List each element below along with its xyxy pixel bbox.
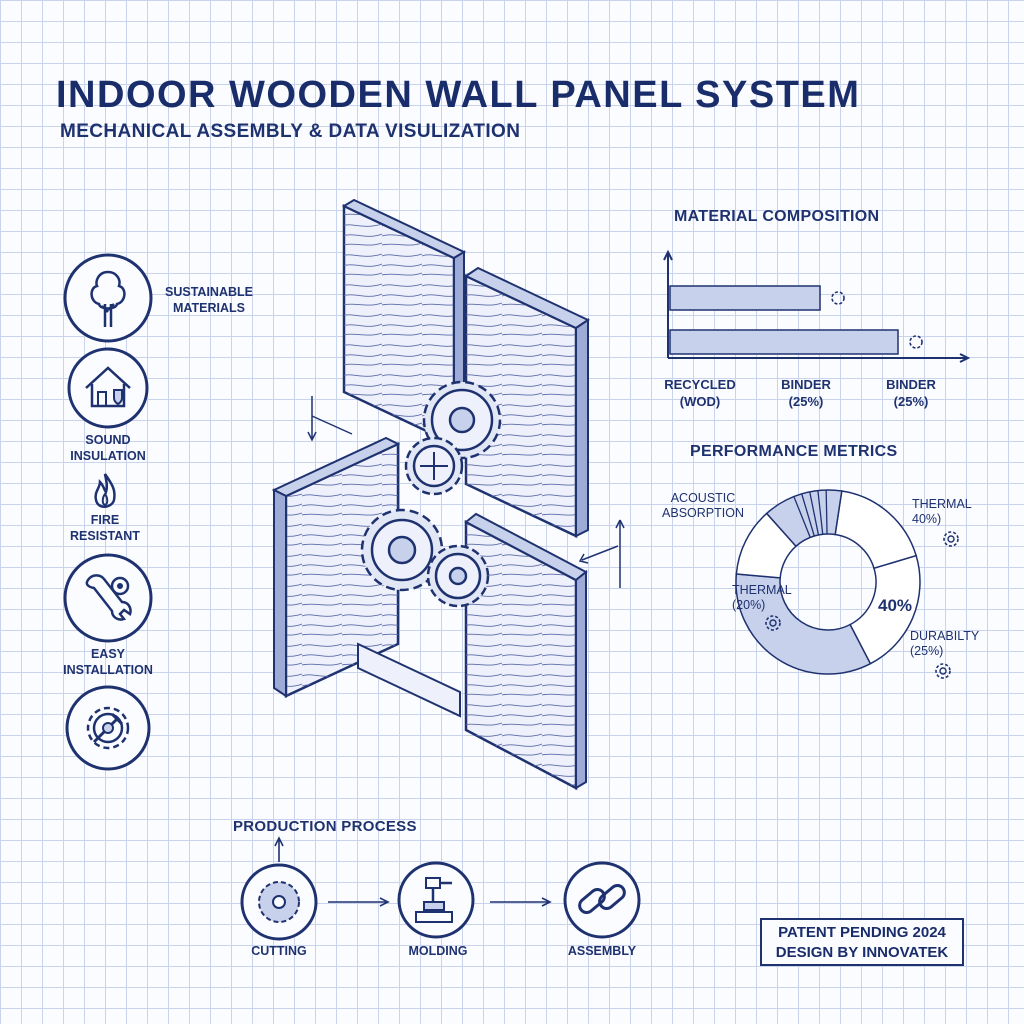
panel-assembly-illustration — [271, 198, 625, 791]
pie-label-thermal-right: THERMAL 40%) — [912, 497, 972, 526]
feature-label: SUSTAINABLE MATERIALS — [165, 285, 253, 315]
pie-label-acoustic: ACOUSTIC ABSORPTION — [662, 491, 744, 520]
bar-label-recycled: RECYCLED (WOD) — [664, 377, 736, 409]
wood-panel-bottom-right — [464, 512, 588, 791]
bar-label-binder-1: BINDER (25%) — [781, 377, 831, 409]
bar-1 — [669, 329, 899, 355]
wood-panel-top-right — [463, 266, 591, 538]
assembly-arrows — [307, 396, 625, 588]
feature-item-sustainable: SUSTAINABLE MATERIALS — [62, 252, 253, 349]
arrow-up-icon — [274, 836, 284, 862]
material-heading: MATERIAL COMPOSITION — [674, 208, 880, 225]
step-label: ASSEMBLY — [567, 944, 637, 958]
feature-item-fire: FIRE RESISTANT — [60, 470, 150, 543]
gear-icon — [909, 335, 923, 349]
page-subtitle: MECHANICAL ASSEMBLY & DATA VISULIZATION — [60, 121, 521, 142]
gear-icon — [935, 663, 951, 679]
wrench-gear-icon — [63, 553, 153, 643]
process-step-cutting: CUTTING — [239, 862, 319, 958]
stamp-line-1: PATENT PENDING 2024 — [778, 924, 946, 941]
bar-0 — [669, 285, 821, 311]
bar-label-binder-2: BINDER (25%) — [886, 377, 936, 409]
stamp-line-2: DESIGN BY INNOVATEK — [775, 944, 949, 961]
chain-link-icon — [563, 861, 641, 939]
wood-panel-top-left — [341, 198, 467, 446]
page-title: INDOOR WOODEN WALL PANEL SYSTEM — [56, 74, 861, 116]
gear-cluster — [360, 380, 502, 608]
pie-stripe — [809, 491, 820, 536]
performance-heading: PERFORMANCE METRICS — [690, 443, 898, 460]
arrow-right-icon — [328, 897, 390, 907]
pie-label-durability: DURABILTY (25%) — [910, 629, 980, 658]
saw-blade-icon — [240, 863, 318, 941]
process-step-assembly: ASSEMBLY — [562, 860, 642, 958]
feature-label: FIRE RESISTANT — [70, 513, 140, 543]
pie-stripe — [825, 490, 828, 535]
arrow-right-icon — [490, 897, 552, 907]
wood-panel-bottom-left — [271, 436, 461, 718]
feature-item-sound: SOUND INSULATION — [66, 346, 150, 463]
press-icon — [397, 861, 475, 939]
step-label: MOLDING — [408, 944, 468, 958]
feature-item-installation: EASY INSTALLATION — [62, 552, 154, 677]
gear-hammer-icon — [65, 685, 151, 771]
flame-icon — [94, 473, 116, 508]
feature-item-settings — [64, 684, 152, 777]
gear-icon — [765, 615, 781, 631]
process-heading: PRODUCTION PROCESS — [233, 818, 417, 835]
patent-stamp: PATENT PENDING 2024 DESIGN BY INNOVATEK — [760, 918, 964, 966]
pie-stripe — [817, 490, 824, 535]
pie-stripe — [793, 496, 811, 538]
pie-slice-2 — [735, 573, 872, 675]
gear-icon — [943, 531, 959, 547]
feature-label: SOUND INSULATION — [70, 433, 146, 463]
feature-label: EASY INSTALLATION — [63, 647, 153, 677]
house-icon — [67, 347, 149, 429]
gear-icon — [831, 291, 845, 305]
pie-slice-0 — [834, 490, 918, 570]
pie-stripe — [801, 493, 815, 537]
performance-donut-chart — [735, 489, 921, 675]
step-label: CUTTING — [251, 944, 307, 958]
material-bar-chart — [663, 249, 971, 363]
pie-center-value: 40% — [878, 596, 913, 615]
pie-label-thermal-left: THERMAL (20%) — [732, 583, 792, 612]
process-step-molding: MOLDING — [396, 860, 476, 958]
tree-icon — [63, 253, 153, 343]
